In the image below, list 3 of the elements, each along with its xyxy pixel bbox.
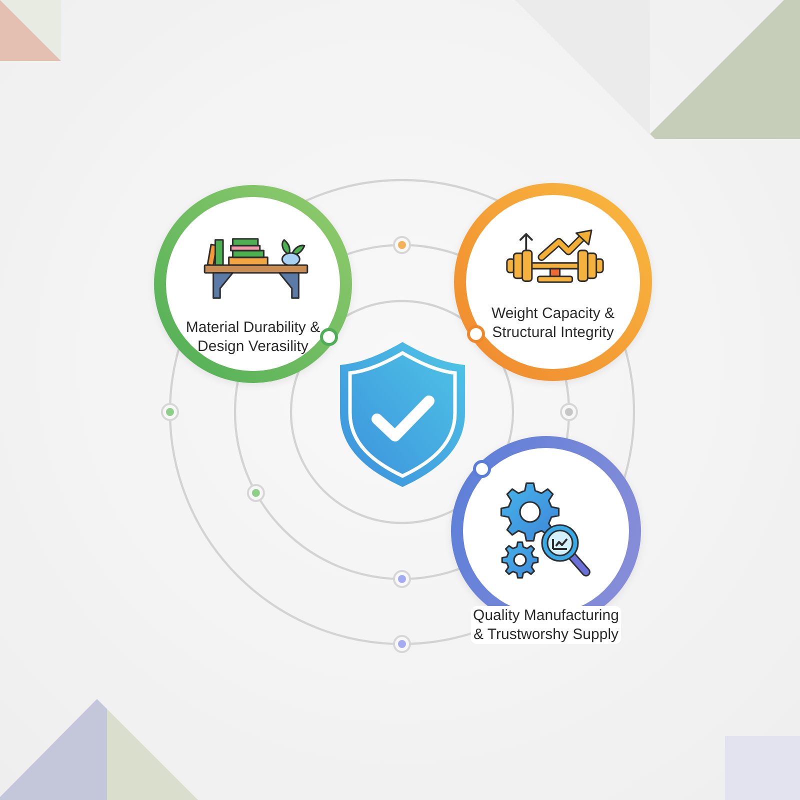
feature-label: Material Durability & Design Verasility [184, 318, 322, 356]
feature-label: Quality Manufacturing & Trustworshy Supply [471, 606, 621, 644]
feature-label: Weight Capacity & Structural Integrity [490, 304, 616, 342]
